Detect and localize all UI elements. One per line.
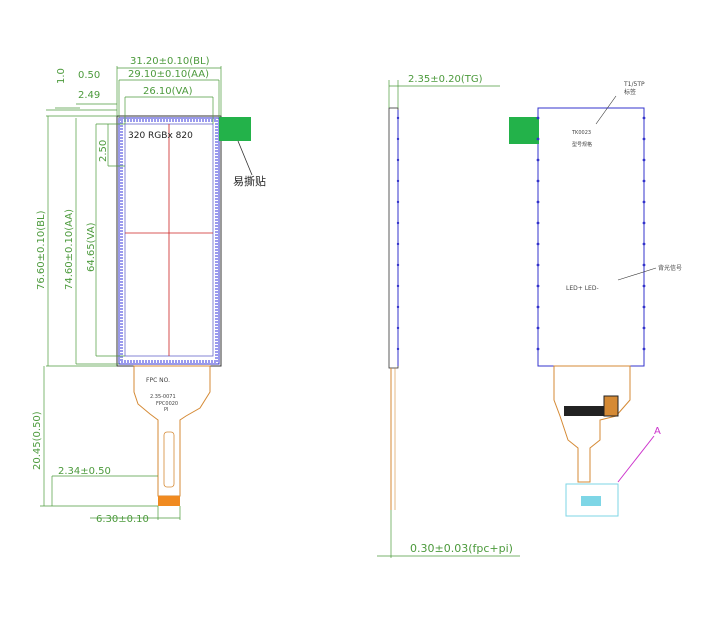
rear-fpc [553, 365, 631, 483]
rear-edge-markers [396, 116, 646, 351]
edge-marker [536, 179, 540, 183]
side-body [388, 107, 399, 369]
edge-marker [642, 284, 646, 288]
edge-marker [642, 137, 646, 141]
side-thickness: 2.35±0.20(TG) [408, 74, 483, 85]
edge-marker [536, 158, 540, 162]
edge-marker [642, 347, 646, 351]
side-marker [396, 221, 400, 225]
dim-fpc-width: 6.30±0.10 [96, 514, 149, 525]
rear-tear-tape [509, 117, 539, 144]
rear-fpc-end [565, 483, 619, 517]
edge-marker [642, 326, 646, 330]
side-view: 2.35±0.20(TG) 0.30±0.03(fpc+pi) [377, 74, 520, 558]
rear-note-mid-2: LED+ LED- [566, 285, 599, 292]
frame-hatch [119, 118, 219, 364]
rear-leader-top [595, 95, 617, 125]
side-marker [396, 137, 400, 141]
fpc-contacts [158, 496, 180, 506]
edge-marker [536, 284, 540, 288]
rear-view: T1/5TP 标签 TK0023 型号规格 背光信号 LED+ LED- A [509, 81, 682, 517]
callout-leader [617, 435, 655, 483]
edge-marker [642, 263, 646, 267]
fpc-text-4: PI [164, 407, 169, 413]
callout-a: A [654, 426, 661, 437]
edge-marker [536, 221, 540, 225]
tear-tape-label: 易撕贴 [233, 174, 266, 188]
rear-note-top-2: 标签 [624, 88, 636, 96]
dim-outline-width: 31.20±0.10(BL) [130, 56, 210, 67]
rear-label-1: TK0023 [571, 130, 591, 136]
dim-fpc-offset: 2.34±0.50 [58, 466, 111, 477]
fpc-text-1: FPC NO. [146, 377, 170, 384]
side-marker [396, 326, 400, 330]
edge-marker [536, 347, 540, 351]
side-marker [396, 305, 400, 309]
rear-note-top: T1/5TP [623, 81, 645, 88]
edge-marker [536, 200, 540, 204]
edge-marker [536, 116, 540, 120]
edge-marker [642, 221, 646, 225]
rear-fpc-pads [581, 496, 601, 506]
rear-leader-mid [617, 267, 657, 281]
dim-fpc-length: 20.45(0.50) [32, 411, 43, 470]
rear-note-mid: 背光信号 [658, 264, 682, 272]
side-fpc-thickness: 0.30±0.03(fpc+pi) [410, 542, 513, 555]
dim-top-3: 2.49 [78, 90, 100, 101]
edge-marker [642, 200, 646, 204]
front-view: 320 RGBx 820 易撕贴 FPC NO. 2.35-0071 FPC00… [32, 56, 266, 525]
edge-marker [642, 116, 646, 120]
dim-outline-height: 76.60±0.10(BL) [36, 210, 47, 290]
edge-marker [536, 263, 540, 267]
dim-aa-width: 29.10±0.10(AA) [128, 69, 209, 80]
side-marker [396, 116, 400, 120]
dim-top-1: 1.0 [56, 68, 67, 84]
side-marker [396, 179, 400, 183]
dim-v-small: 2.50 [98, 140, 109, 162]
rear-connector [603, 395, 619, 417]
fpc-text-2: 2.35-0071 [150, 394, 176, 400]
edge-marker [642, 179, 646, 183]
rear-stiffener-black [564, 406, 604, 416]
edge-marker [642, 305, 646, 309]
fpc-slot [163, 431, 175, 488]
fpc-outline [133, 365, 211, 497]
side-marker [396, 158, 400, 162]
edge-marker [536, 326, 540, 330]
fpc-text-3: FPC0020 [156, 401, 178, 407]
edge-marker [642, 158, 646, 162]
resolution-label: 320 RGBx 820 [128, 131, 193, 141]
side-marker [396, 263, 400, 267]
rear-outline [537, 107, 645, 367]
side-marker [396, 347, 400, 351]
edge-marker [536, 242, 540, 246]
side-marker [396, 284, 400, 288]
edge-marker [536, 137, 540, 141]
side-marker [396, 200, 400, 204]
dim-va-width: 26.10(VA) [143, 86, 193, 97]
edge-marker [642, 242, 646, 246]
tear-tape [219, 117, 251, 141]
rear-label-2: 型号规格 [572, 141, 592, 148]
tape-leader [237, 140, 253, 176]
dim-top-2: 0.50 [78, 70, 100, 81]
dim-va-height: 64.65(VA) [86, 222, 97, 272]
side-marker [396, 242, 400, 246]
dim-aa-height: 74.60±0.10(AA) [64, 209, 75, 290]
edge-marker [536, 305, 540, 309]
